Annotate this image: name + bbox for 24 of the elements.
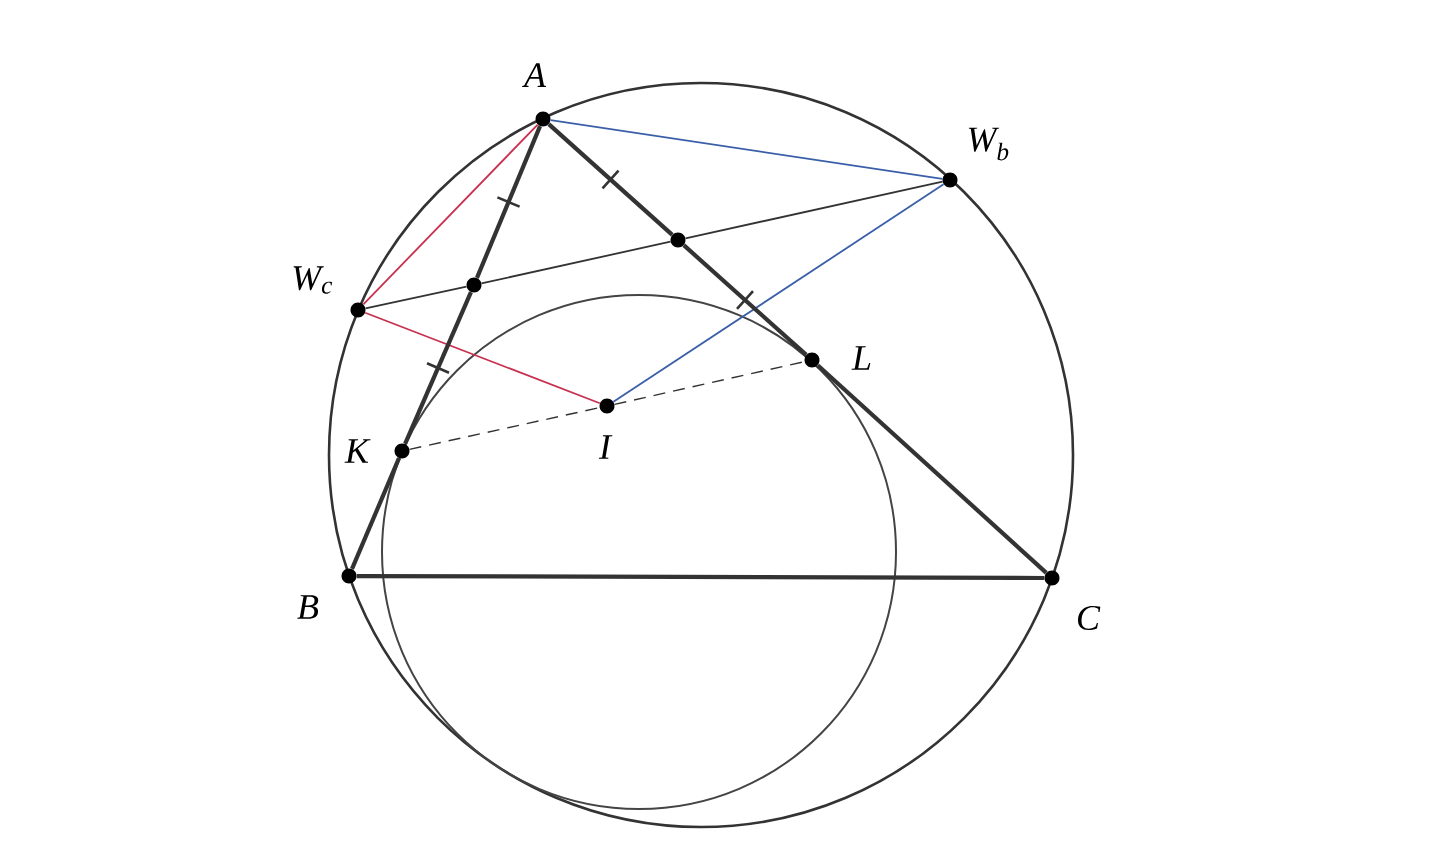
line-segment: [816, 363, 1048, 575]
point-label: W$_{b}$: [968, 127, 1009, 161]
line-segment: [403, 291, 473, 445]
line-segment: [356, 573, 1045, 581]
line-segment: [549, 119, 944, 180]
line-segment: [682, 243, 808, 357]
line-segment: [612, 183, 945, 403]
line-segment: [362, 123, 539, 306]
point-label: W$_{c}$: [293, 266, 333, 294]
point-label: L: [851, 346, 871, 370]
point-label: C: [1078, 605, 1101, 631]
line-segment: [350, 457, 401, 570]
point-label: K: [344, 439, 371, 463]
point: [670, 232, 686, 248]
point: [466, 277, 482, 293]
point-label: A: [522, 63, 547, 87]
line-segment: [475, 125, 542, 279]
line-segment: [684, 180, 944, 240]
point-label: B: [297, 595, 319, 619]
point-label: I: [598, 435, 613, 459]
line-segment: [364, 285, 468, 310]
line-segment: [547, 122, 674, 237]
line-segment: [480, 240, 672, 285]
line-segment: [364, 311, 601, 405]
